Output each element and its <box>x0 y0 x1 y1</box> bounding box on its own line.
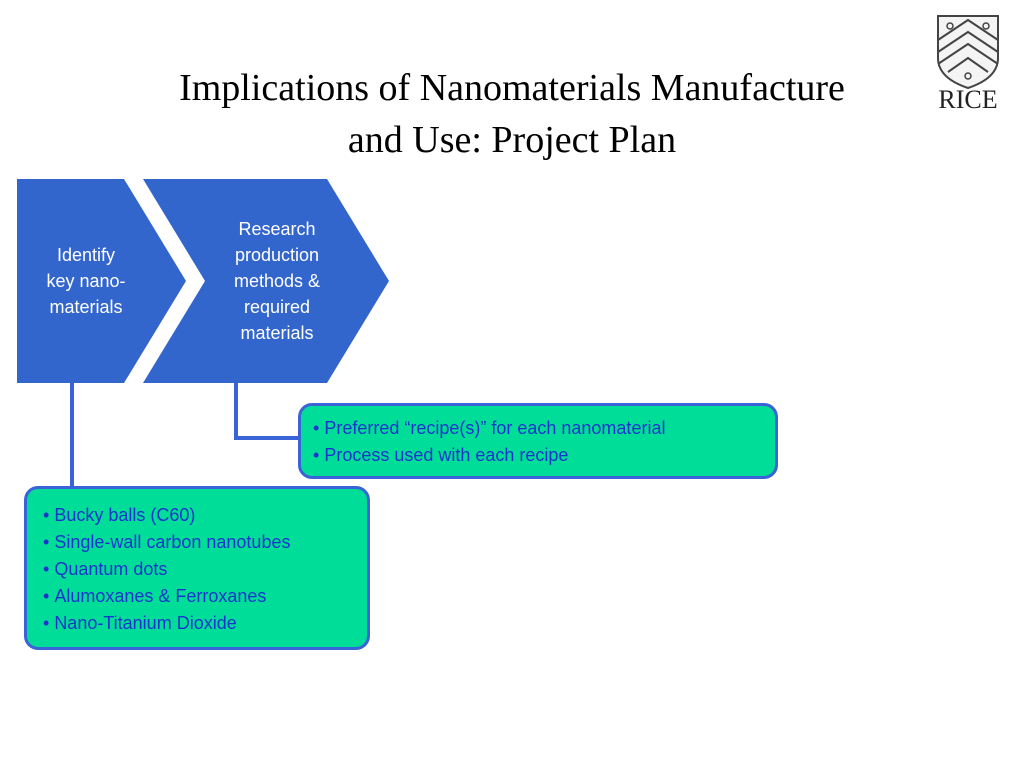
step-2-label-line: materials <box>240 323 314 343</box>
list-item: Bucky balls (C60) <box>43 502 351 529</box>
recipe-list: Preferred “recipe(s)” for each nanomater… <box>313 415 763 469</box>
rice-wordmark: RICE <box>938 85 997 112</box>
materials-list: Bucky balls (C60) Single-wall carbon nan… <box>43 502 351 637</box>
list-item: Single-wall carbon nanotubes <box>43 529 351 556</box>
connector-step-2-to-recipe-box <box>234 383 300 440</box>
slide-title: Implications of Nanomaterials Manufactur… <box>80 62 944 166</box>
step-1-label-line: materials <box>49 297 123 317</box>
step-2-label-line: methods & <box>233 271 321 291</box>
step-2-label-line: Research <box>238 219 316 239</box>
materials-box: Bucky balls (C60) Single-wall carbon nan… <box>24 486 370 650</box>
step-2-chevron <box>143 179 389 383</box>
title-line-2: and Use: Project Plan <box>347 119 677 161</box>
recipe-box: Preferred “recipe(s)” for each nanomater… <box>298 403 778 479</box>
step-2-label-line: required <box>243 297 311 317</box>
rice-shield-icon <box>937 15 999 90</box>
list-item: Preferred “recipe(s)” for each nanomater… <box>313 415 763 442</box>
list-item: Quantum dots <box>43 556 351 583</box>
step-1-chevron <box>17 179 186 383</box>
step-2-label: Research production methods & required m… <box>212 216 342 346</box>
step-1-label-line: key nano- <box>46 271 126 291</box>
step-1-label: Identify key nano- materials <box>22 242 150 320</box>
title-line-1: Implications of Nanomaterials Manufactur… <box>179 67 845 109</box>
step-1-label-line: Identify <box>56 245 116 265</box>
step-2-label-line: production <box>234 245 320 265</box>
list-item: Process used with each recipe <box>313 442 763 469</box>
list-item: Nano-Titanium Dioxide <box>43 610 351 637</box>
rice-logo: RICE <box>937 15 999 112</box>
list-item: Alumoxanes & Ferroxanes <box>43 583 351 610</box>
